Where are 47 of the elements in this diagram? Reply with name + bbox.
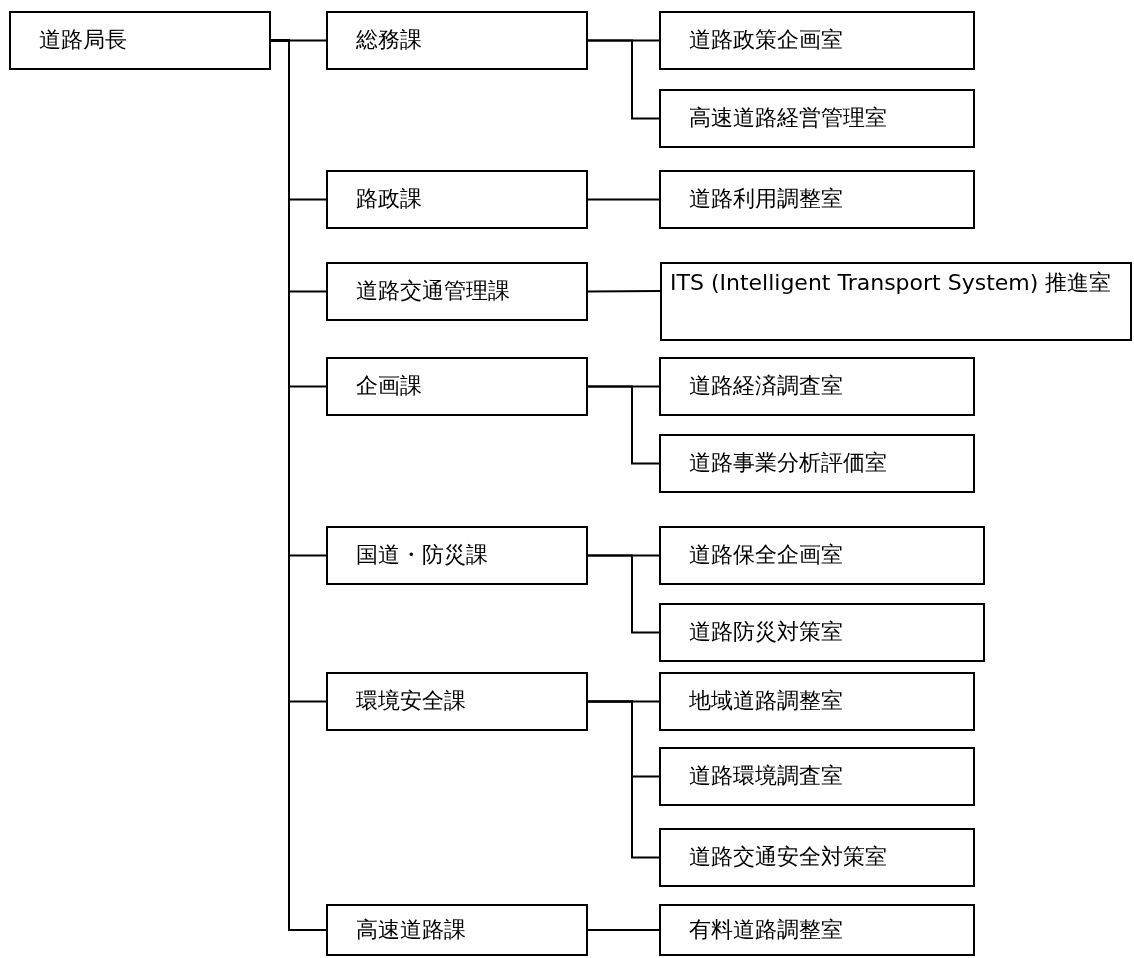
- unit-name: 高速道路課: [356, 916, 466, 944]
- unit-name: 有料道路調整室: [689, 916, 843, 944]
- unit-box: [659, 828, 975, 887]
- unit-name: 道路政策企画室: [689, 27, 843, 54]
- unit-name: 総務課: [356, 27, 422, 54]
- connector-line: [587, 198, 660, 201]
- unit-box: [659, 603, 985, 662]
- unit-name: 道路防災対策室: [689, 619, 843, 646]
- unit-name: 環境安全課: [356, 688, 466, 715]
- unit-box: [659, 434, 975, 493]
- unit-name: 国道・防災課: [356, 542, 488, 569]
- connector-line: [587, 385, 660, 465]
- unit-box: [660, 262, 1132, 341]
- connector-line: [587, 290, 661, 293]
- unit-name: 高速道路経営管理室: [689, 105, 887, 132]
- unit-box: [326, 262, 588, 321]
- unit-box: [659, 11, 975, 70]
- unit-name: 道路利用調整室: [689, 186, 843, 213]
- unit-name: ITS (Intelligent Transport System) 推進室: [670, 270, 1112, 297]
- connector-line: [587, 554, 660, 634]
- unit-box: [9, 11, 271, 70]
- unit-name: 道路局長: [39, 27, 127, 54]
- unit-box: [659, 672, 975, 731]
- unit-box: [326, 11, 588, 70]
- unit-box: [659, 747, 975, 806]
- connector-line: [587, 929, 660, 931]
- unit-box: [659, 904, 975, 956]
- unit-box: [659, 89, 975, 148]
- unit-name: 道路環境調査室: [689, 763, 843, 790]
- unit-box: [326, 357, 588, 416]
- unit-name: 路政課: [356, 186, 422, 213]
- connector-line: [587, 39, 660, 120]
- unit-box: [326, 526, 588, 585]
- unit-box: [659, 170, 975, 229]
- unit-box: [659, 526, 985, 585]
- unit-name: 地域道路調整室: [689, 688, 843, 715]
- unit-name: 道路保全企画室: [689, 542, 843, 569]
- unit-name: 道路経済調査室: [689, 373, 843, 400]
- unit-name: 道路交通管理課: [356, 278, 510, 305]
- unit-name: 企画課: [356, 373, 422, 400]
- connector-line: [587, 700, 660, 859]
- unit-name: 道路事業分析評価室: [689, 450, 887, 477]
- unit-name: 道路交通安全対策室: [689, 844, 887, 871]
- unit-box: [659, 357, 975, 416]
- unit-box: [326, 170, 588, 229]
- unit-box: [326, 904, 588, 956]
- unit-box: [326, 672, 588, 731]
